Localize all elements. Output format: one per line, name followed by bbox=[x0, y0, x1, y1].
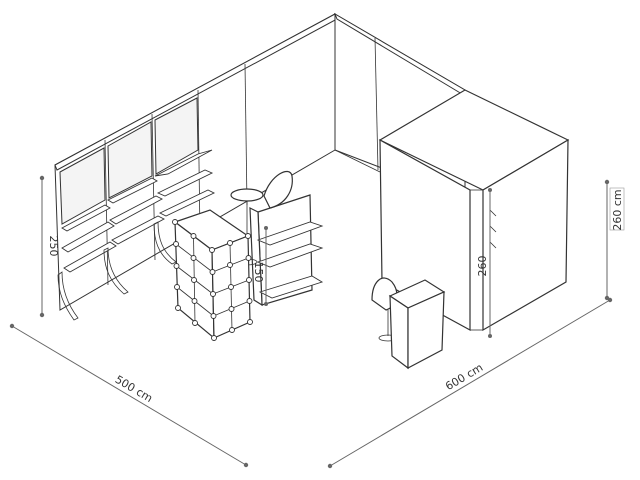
dim-line-width-right bbox=[329, 299, 611, 467]
wall-seam bbox=[244, 63, 248, 206]
wall-shelves bbox=[61, 149, 216, 273]
wall-seam bbox=[104, 139, 109, 286]
bar-chair-1 bbox=[263, 170, 293, 209]
display-unit-side bbox=[249, 207, 263, 307]
wall-seam bbox=[151, 113, 156, 261]
graphic-panel-2 bbox=[107, 121, 153, 199]
shelf-brackets bbox=[57, 221, 177, 321]
cabin-right-wall bbox=[482, 138, 569, 332]
graphic-panel-1 bbox=[59, 147, 106, 225]
high-table-top bbox=[230, 188, 264, 202]
dim-label-width-left: 500 cm bbox=[113, 373, 155, 405]
cube-nodes bbox=[172, 219, 253, 341]
info-desk-side bbox=[407, 291, 445, 369]
info-desk-front bbox=[389, 294, 409, 370]
dim-label-wall-height: 250 bbox=[47, 236, 60, 257]
wall-seam bbox=[374, 37, 379, 171]
dim-label-cabin-inner: 260 bbox=[476, 256, 489, 277]
floor-edge bbox=[334, 149, 381, 173]
cabin-hooks bbox=[489, 209, 497, 249]
dim-label-cabin-height: 260 cm bbox=[611, 189, 624, 230]
display-unit-shelves bbox=[256, 221, 324, 299]
wall-seam bbox=[197, 89, 201, 237]
dim-line-width-left bbox=[11, 325, 247, 466]
dim-label-cabin-height-box bbox=[609, 187, 625, 231]
cube-shelving bbox=[172, 209, 253, 341]
graphic-panel-3 bbox=[154, 97, 199, 175]
dim-label-counter-height: 150 bbox=[252, 262, 265, 283]
dim-label-width-right: 600 cm bbox=[443, 361, 485, 393]
